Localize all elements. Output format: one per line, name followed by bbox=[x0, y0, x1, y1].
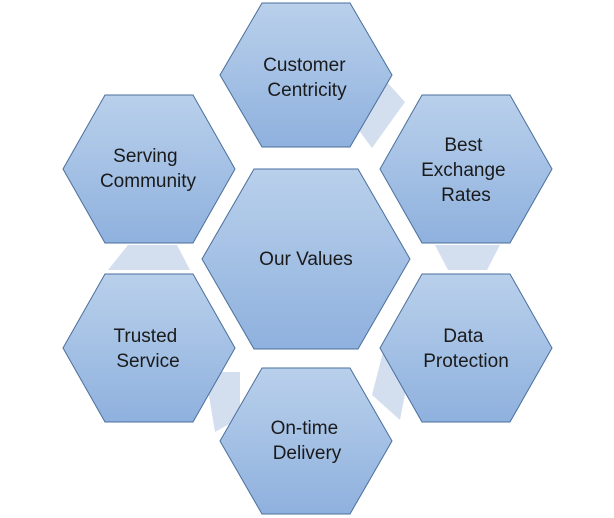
hexagon-best-exchange-rates bbox=[379, 94, 553, 244]
connector-top-right bbox=[355, 80, 405, 148]
connector-bottom-left bbox=[205, 372, 240, 432]
label-trusted-service: Trusted Service bbox=[114, 326, 183, 372]
label-line: Rates bbox=[441, 185, 491, 206]
label-data-protection: Data Protection bbox=[423, 326, 509, 372]
connector-left bbox=[108, 245, 190, 270]
label-line: Best bbox=[444, 135, 483, 156]
label-line: On-time bbox=[271, 418, 339, 439]
hexagon-serving-community bbox=[62, 94, 236, 244]
connector-bands bbox=[108, 80, 500, 432]
label-line: Service bbox=[116, 351, 179, 372]
label-line: Trusted bbox=[114, 326, 178, 347]
label-line: Exchange bbox=[421, 160, 506, 181]
label-our-values: Our Values bbox=[259, 249, 353, 270]
label-line: Serving bbox=[113, 146, 177, 167]
hexagon-customer-centricity bbox=[219, 2, 393, 148]
hexagon-on-time-delivery bbox=[219, 367, 393, 515]
label-line: Protection bbox=[423, 351, 509, 372]
hexagon-our-values bbox=[201, 168, 411, 350]
label-line: Customer bbox=[263, 55, 346, 76]
label-line: Community bbox=[100, 171, 197, 192]
label-serving-community: Serving Community bbox=[100, 146, 197, 192]
label-on-time-delivery: On-time Delivery bbox=[271, 418, 344, 464]
label-best-exchange-rates: Best Exchange Rates bbox=[421, 135, 511, 206]
label-line: Delivery bbox=[273, 443, 342, 464]
connector-right bbox=[435, 245, 500, 270]
hexagon-trusted-service bbox=[62, 273, 236, 423]
label-customer-centricity: Customer Centricity bbox=[263, 55, 351, 101]
label-line: Data bbox=[443, 326, 484, 347]
label-line: Centricity bbox=[267, 80, 347, 101]
hexagon-data-protection bbox=[379, 273, 553, 423]
